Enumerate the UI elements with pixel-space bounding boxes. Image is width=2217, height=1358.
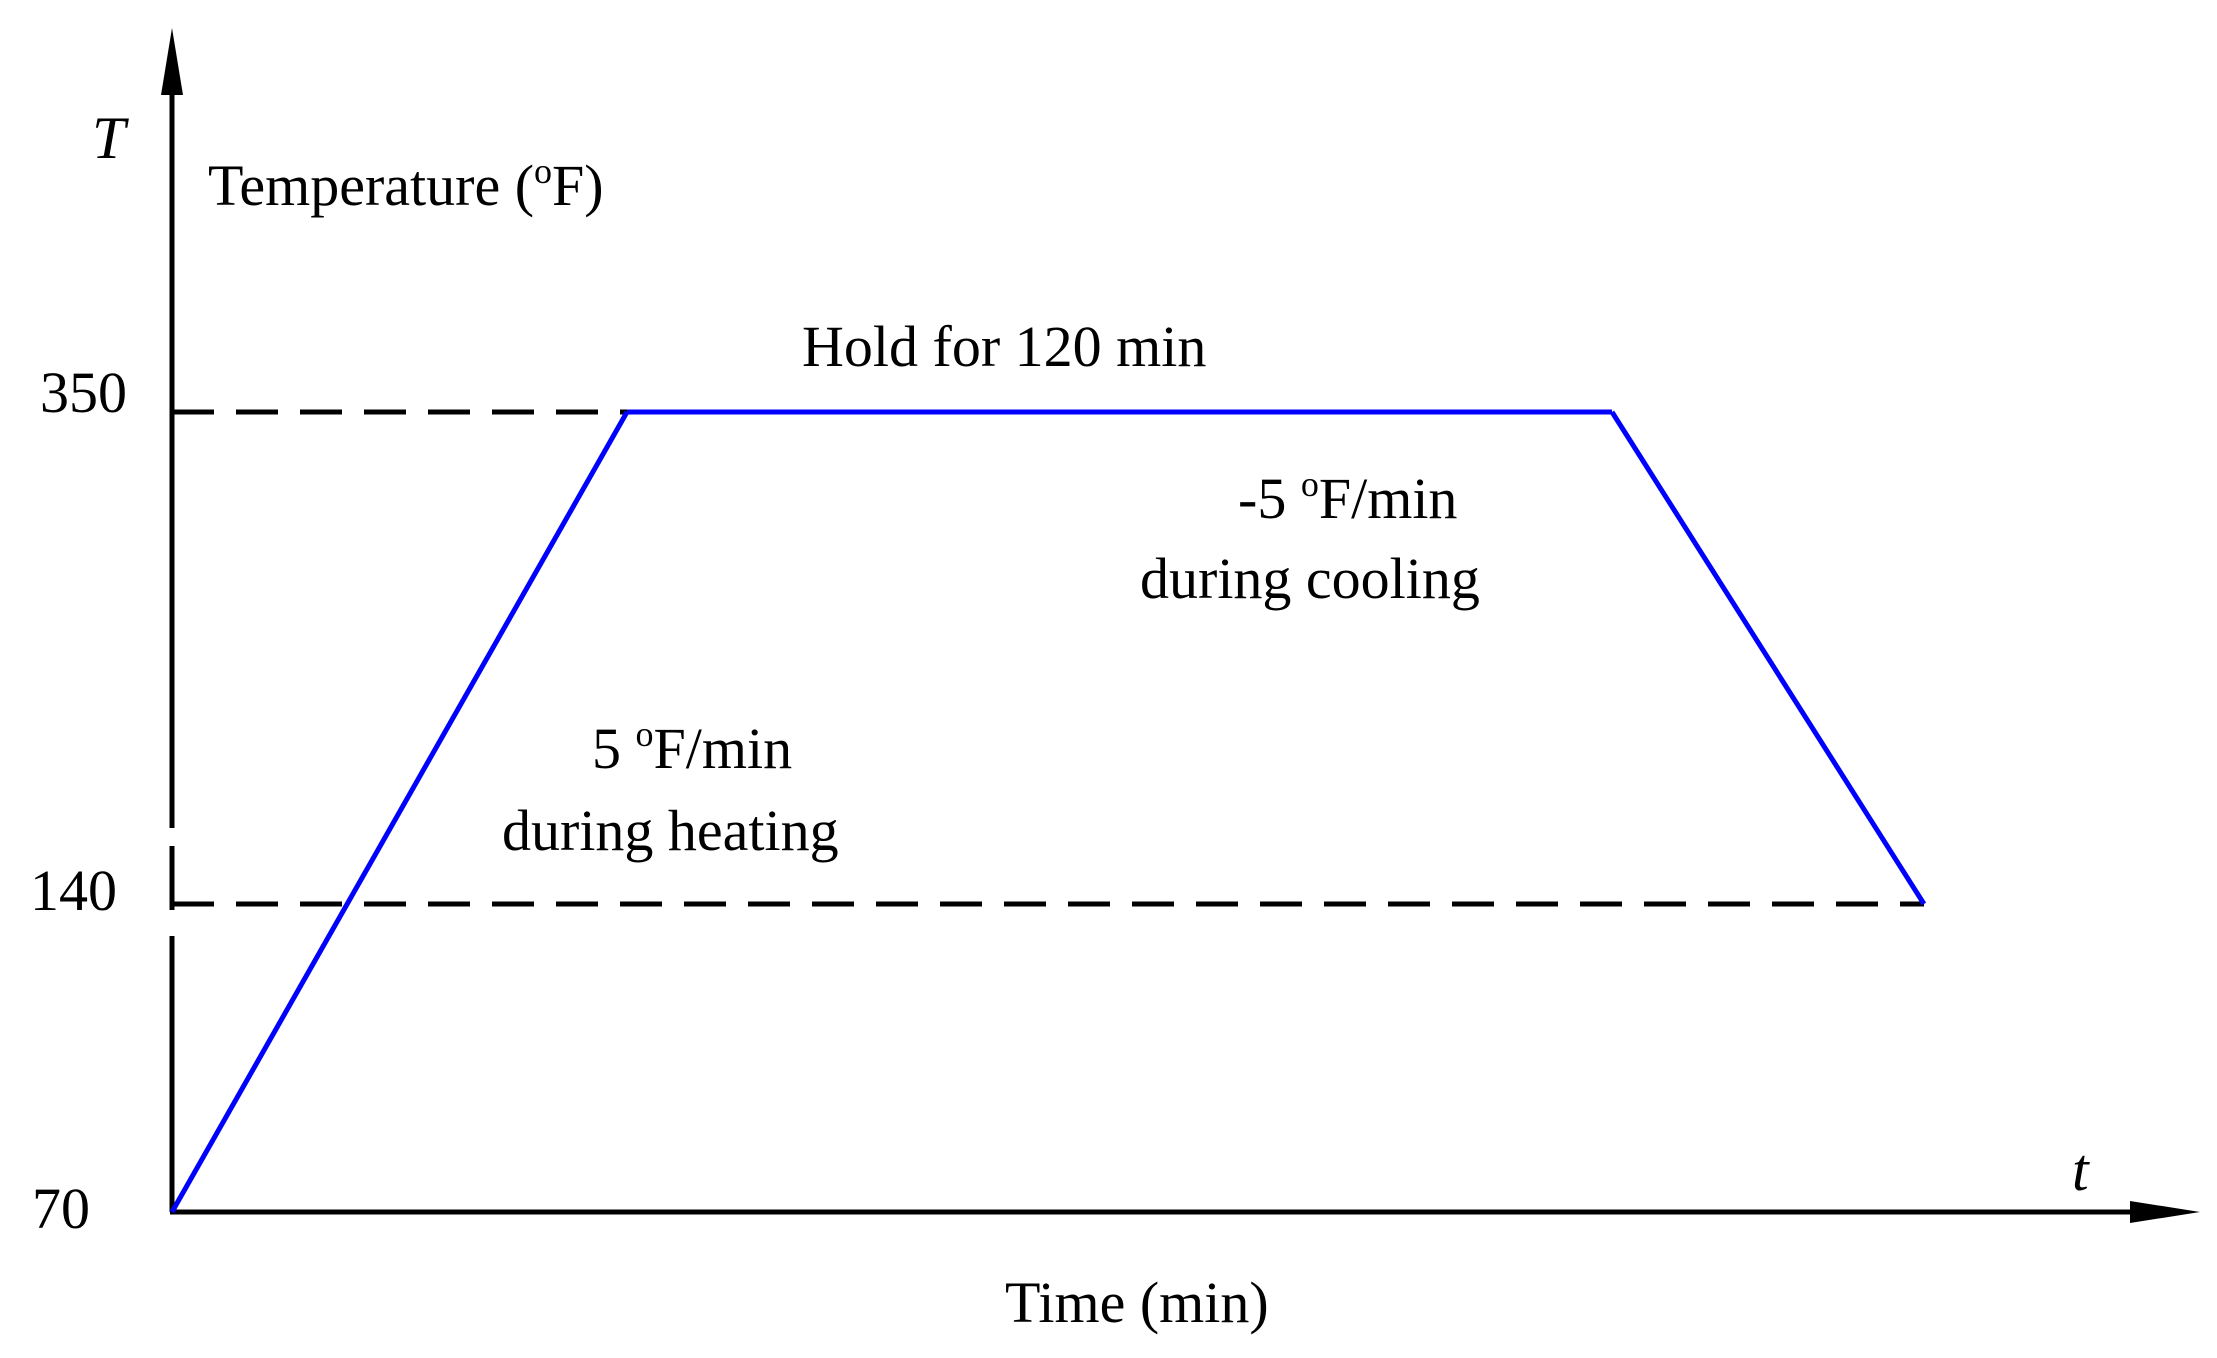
cooling-rate-label: -5 oF/min [1238, 464, 1457, 531]
y-axis-label: Temperature (oF) [208, 151, 604, 218]
heating-description: during heating [502, 798, 839, 863]
cooling-ramp-arrow [1609, 410, 1927, 906]
hold-label: Hold for 120 min [802, 314, 1206, 379]
x-axis-label: Time (min) [1005, 1270, 1269, 1335]
heating-rate-label: 5 oF/min [592, 714, 792, 781]
tick-label-140: 140 [30, 858, 117, 923]
y-axis-gap-top [166, 828, 178, 846]
tick-label-70: 70 [32, 1176, 90, 1241]
y-axis-arrowhead [161, 28, 183, 95]
heating-ramp-arrow [169, 410, 630, 1214]
cooling-description: during cooling [1140, 546, 1480, 611]
x-axis-arrowhead [2130, 1201, 2200, 1223]
tick-label-350: 350 [40, 360, 127, 425]
y-axis-symbol: T [92, 105, 129, 171]
x-axis-symbol: t [2072, 1137, 2090, 1203]
y-axis-gap-bottom [166, 910, 178, 936]
